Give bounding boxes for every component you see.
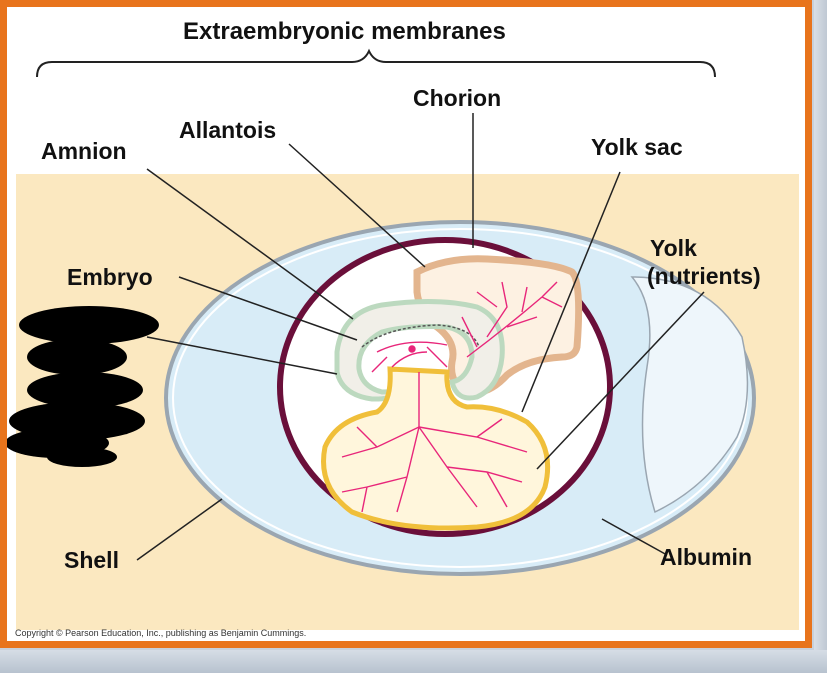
label-yolk: Yolk <box>650 235 697 261</box>
leader-redacted <box>146 336 338 375</box>
label-embryo: Embryo <box>67 264 153 290</box>
leader-lines <box>136 113 705 561</box>
yolk-sac <box>321 366 551 531</box>
diagram-frame: Extraembryonic membranes Chorion Allanto… <box>0 0 812 648</box>
egg-diagram <box>7 48 799 630</box>
leader-allantois <box>288 143 426 268</box>
diagram-title: Extraembryonic membranes <box>183 18 506 45</box>
air-cell <box>630 276 749 514</box>
label-yolk-sac: Yolk sac <box>591 134 683 160</box>
embryo-vessels <box>371 341 448 373</box>
leader-yolk-sac <box>521 171 621 413</box>
label-chorion: Chorion <box>413 85 502 111</box>
allantois-vessels <box>461 281 563 358</box>
label-yolk-note: (nutrients) <box>647 263 761 289</box>
leader-yolk <box>536 291 705 470</box>
copyright-text: Copyright © Pearson Education, Inc., pub… <box>15 628 307 638</box>
yolk-vessels <box>341 372 528 513</box>
leader-shell <box>136 498 223 561</box>
label-albumin: Albumin <box>660 544 752 570</box>
redaction-scribble <box>7 306 159 467</box>
leader-embryo <box>178 276 358 341</box>
window-edge-bottom <box>0 650 827 673</box>
label-amnion: Amnion <box>41 138 127 164</box>
title-brace <box>36 48 716 78</box>
label-allantois: Allantois <box>179 117 277 143</box>
window-edge-right <box>814 0 827 650</box>
leader-albumin <box>601 518 668 556</box>
leader-amnion <box>146 168 354 320</box>
label-shell: Shell <box>64 547 119 573</box>
